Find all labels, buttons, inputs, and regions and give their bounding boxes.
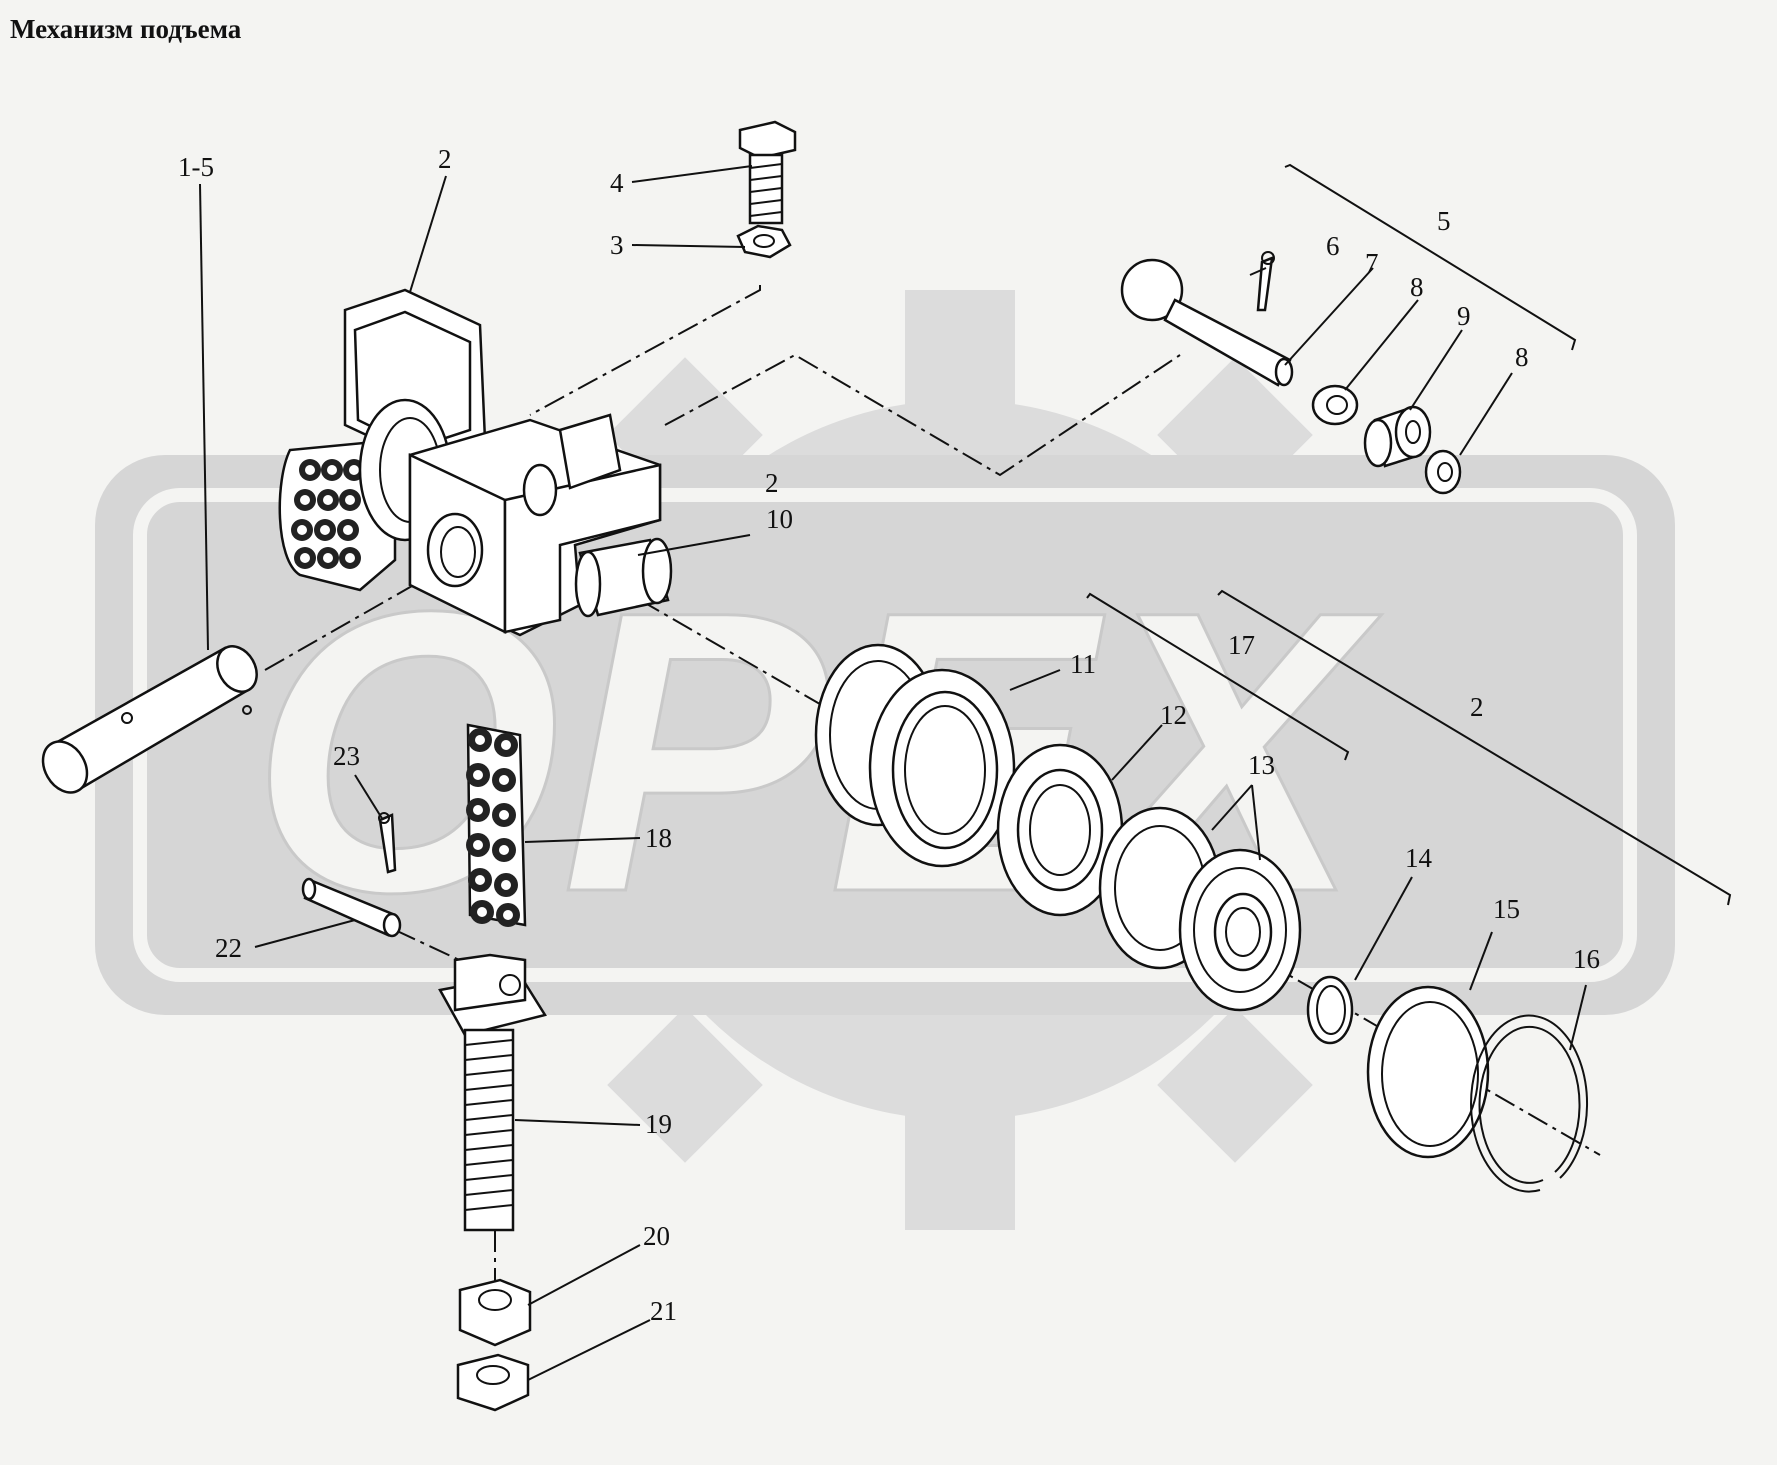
snap-ring-part (1306, 975, 1354, 1045)
callout-14: 14 (1405, 843, 1433, 873)
callout-17: 17 (1228, 630, 1255, 660)
callout-22: 22 (215, 933, 242, 963)
callout-8b: 8 (1515, 342, 1529, 372)
group-bracket-17 (1086, 592, 1350, 761)
callout-20: 20 (643, 1221, 670, 1251)
chain-part (466, 723, 527, 927)
callout-2c: 2 (1470, 692, 1484, 722)
group-bracket-5 (1284, 163, 1577, 351)
callout-23: 23 (333, 741, 360, 771)
callout-21: 21 (650, 1296, 677, 1326)
pin-stub-part (574, 537, 673, 618)
callout-1-5: 1-5 (178, 152, 214, 182)
leader-lines (199, 165, 1587, 1381)
callout-7: 7 (1365, 248, 1379, 278)
eye-screw-part (438, 953, 547, 1232)
shaft-part (41, 645, 258, 794)
roller-part (1363, 405, 1432, 468)
page-title: Механизм подъема (10, 14, 242, 44)
callout-15: 15 (1493, 894, 1520, 924)
callout-11: 11 (1070, 649, 1096, 679)
callout-5: 5 (1437, 206, 1451, 236)
ball-pin-part (1120, 258, 1294, 387)
callout-18: 18 (645, 823, 672, 853)
hex-nut-part (458, 1278, 532, 1347)
retaining-ring-part (1470, 1014, 1589, 1193)
housing-part (278, 288, 662, 637)
callout-12: 12 (1160, 700, 1187, 730)
cover-disc-part (1366, 985, 1490, 1159)
callout-2a: 2 (438, 144, 452, 174)
callout-10: 10 (766, 504, 793, 534)
lock-nut-part (456, 1353, 530, 1412)
group-bracket-2c (1217, 589, 1732, 906)
callout-2b: 2 (765, 468, 779, 498)
washer-part (1311, 384, 1359, 426)
bearing-part (1098, 806, 1302, 1012)
callout-9: 9 (1457, 301, 1471, 331)
callout-13: 13 (1248, 750, 1275, 780)
callout-8a: 8 (1410, 272, 1424, 302)
rod-pin-part (301, 877, 402, 938)
nut-part (736, 224, 792, 259)
seal-part (868, 668, 1016, 868)
axis-line-bolt (529, 285, 761, 416)
small-cotter-part (378, 812, 397, 874)
callout-3: 3 (610, 230, 624, 260)
callout-19: 19 (645, 1109, 672, 1139)
bolt-part (738, 120, 797, 225)
washer-part (1424, 449, 1462, 495)
axis-line-pin (664, 353, 1181, 477)
callout-6: 6 (1326, 231, 1340, 261)
cotter-pin-part (1256, 251, 1275, 312)
callout-4: 4 (610, 168, 624, 198)
callout-labels: 1-5 2 2 2 3 4 5 6 7 8 8 9 10 11 12 13 14… (178, 144, 1600, 1326)
callout-16: 16 (1573, 944, 1600, 974)
